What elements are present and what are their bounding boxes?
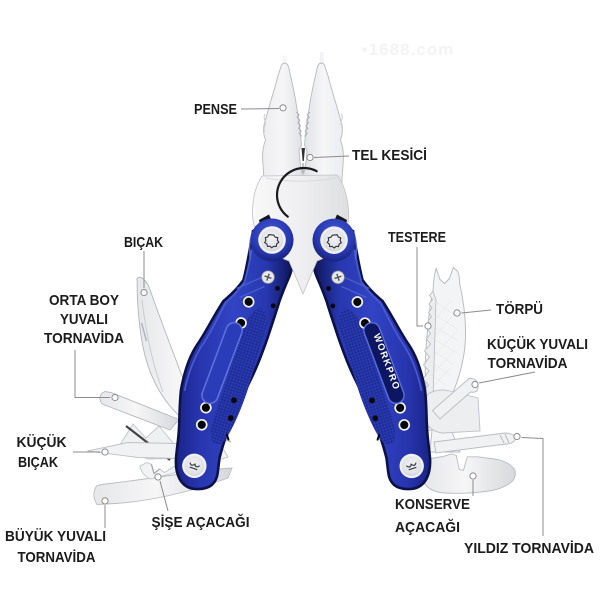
svg-text:BIÇAK: BIÇAK bbox=[18, 454, 58, 471]
svg-text:TEL KESİCİ: TEL KESİCİ bbox=[352, 147, 427, 164]
svg-text:TESTERE: TESTERE bbox=[388, 229, 446, 246]
svg-text:BÜYÜK YUVALI: BÜYÜK YUVALI bbox=[5, 528, 106, 545]
svg-text:KÜÇÜK: KÜÇÜK bbox=[17, 434, 67, 451]
svg-text:▪1688.com: ▪1688.com bbox=[362, 40, 455, 59]
svg-text:AÇACAĞI: AÇACAĞI bbox=[395, 518, 460, 536]
svg-text:KONSERVE: KONSERVE bbox=[395, 496, 470, 513]
svg-text:YILDIZ TORNAVİDA: YILDIZ TORNAVİDA bbox=[464, 540, 594, 557]
svg-text:TORNAVİDA: TORNAVİDA bbox=[488, 355, 568, 372]
svg-text:ORTA BOY: ORTA BOY bbox=[49, 292, 119, 309]
svg-text:YUVALI: YUVALI bbox=[60, 311, 108, 328]
svg-text:BIÇAK: BIÇAK bbox=[124, 234, 163, 251]
svg-text:PENSE: PENSE bbox=[194, 101, 237, 118]
svg-text:TORNAVİDA: TORNAVİDA bbox=[18, 549, 96, 566]
svg-text:TÖRPÜ: TÖRPÜ bbox=[496, 301, 543, 318]
svg-text:ŞİŞE AÇACAĞI: ŞİŞE AÇACAĞI bbox=[152, 513, 250, 531]
svg-text:KÜÇÜK YUVALI: KÜÇÜK YUVALI bbox=[487, 336, 588, 353]
svg-text:TORNAVİDA: TORNAVİDA bbox=[44, 330, 124, 347]
